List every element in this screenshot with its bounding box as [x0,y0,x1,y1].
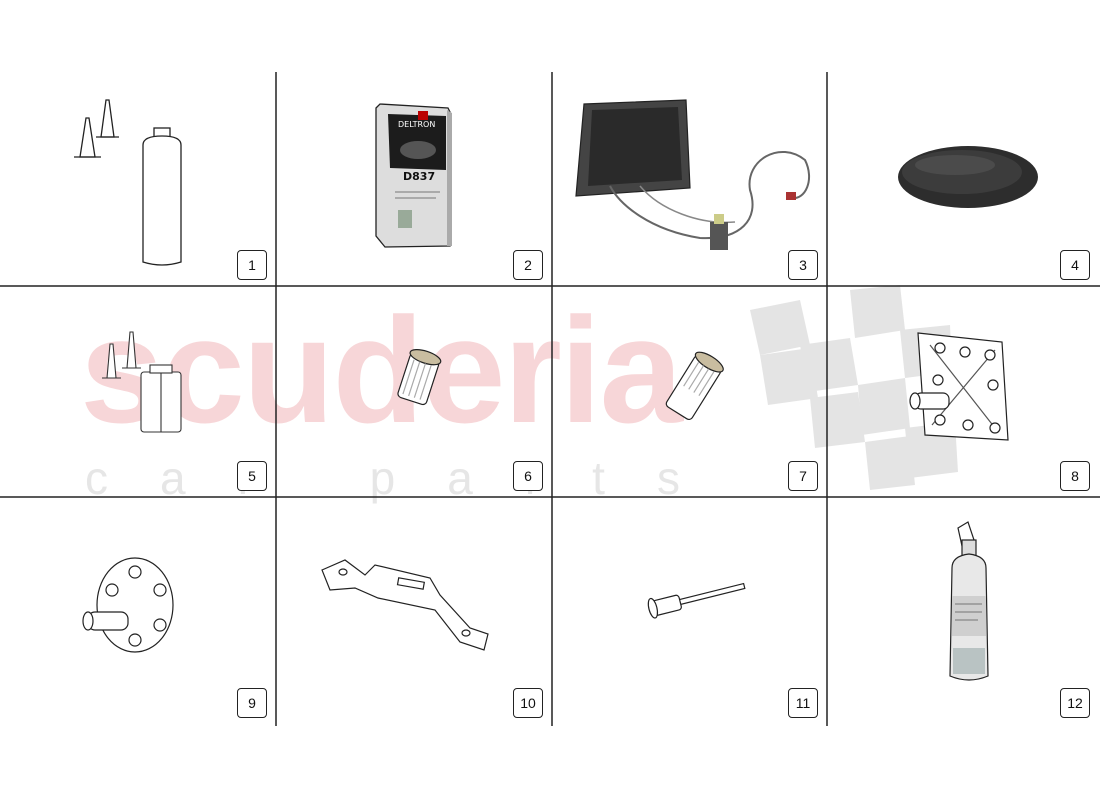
sealant-cartridge-icon [74,99,182,266]
deltron-tin-icon: DELTRON D837 [375,103,452,248]
part-label-9[interactable]: 9 [237,688,267,718]
square-stud-base-icon [909,332,1009,441]
rivet-nut-icon [397,349,442,406]
part-label-10[interactable]: 10 [513,688,543,718]
part-label-1[interactable]: 1 [237,250,267,280]
part-label-8[interactable]: 8 [1060,461,1090,491]
extinguisher-icon [949,521,989,681]
part-label-7[interactable]: 7 [788,461,818,491]
blind-rivet-icon [647,582,746,619]
part-label-12[interactable]: 12 [1060,688,1090,718]
part-label-3[interactable]: 3 [788,250,818,280]
twin-cartridge-icon [102,331,182,433]
part-label-11[interactable]: 11 [788,688,818,718]
part-label-5[interactable]: 5 [237,461,267,491]
grid-lines [0,72,1100,726]
bracket-icon [321,559,489,651]
heating-pad-icon [575,99,811,250]
round-stud-base-icon [82,557,174,653]
carbon-disc-icon [898,146,1038,208]
can-brand-text: DELTRON [398,120,435,129]
part-label-4[interactable]: 4 [1060,250,1090,280]
part-label-2[interactable]: 2 [513,250,543,280]
can-code-text: D837 [403,170,435,183]
watermark-sub: car parts [85,452,732,504]
rivet-nut-long-icon [665,351,724,421]
part-label-6[interactable]: 6 [513,461,543,491]
